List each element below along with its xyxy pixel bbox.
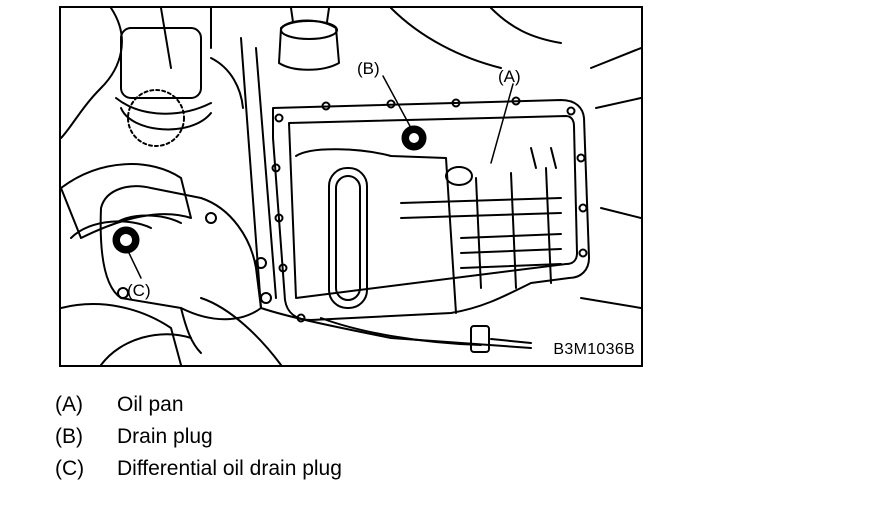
callout-b: (B) xyxy=(357,59,380,78)
legend-item: (C) Differential oil drain plug xyxy=(55,453,342,485)
engine-underside-illustration xyxy=(61,8,641,365)
legend-key: (A) xyxy=(55,393,83,416)
figure-code: B3M1036B xyxy=(553,341,635,358)
legend-item: (B) Drain plug xyxy=(55,421,342,453)
background-engine-parts xyxy=(61,8,641,365)
callout-a: (A) xyxy=(498,67,521,86)
callout-c: (C) xyxy=(127,281,151,300)
drain-plug xyxy=(401,125,427,151)
differential-housing xyxy=(99,185,272,354)
leader-lines xyxy=(127,75,514,279)
oil-pan-figure: (B) (A) (C) B3M1036B xyxy=(59,6,643,367)
legend-label: Differential oil drain plug xyxy=(117,457,342,480)
legend-label: Oil pan xyxy=(117,393,184,416)
legend-key: (B) xyxy=(55,425,83,448)
legend: (A) Oil pan (B) Drain plug (C) Different… xyxy=(55,389,342,485)
legend-item: (A) Oil pan xyxy=(55,389,342,421)
oil-pan xyxy=(271,96,590,323)
legend-label: Drain plug xyxy=(117,425,213,448)
legend-key: (C) xyxy=(55,457,85,480)
